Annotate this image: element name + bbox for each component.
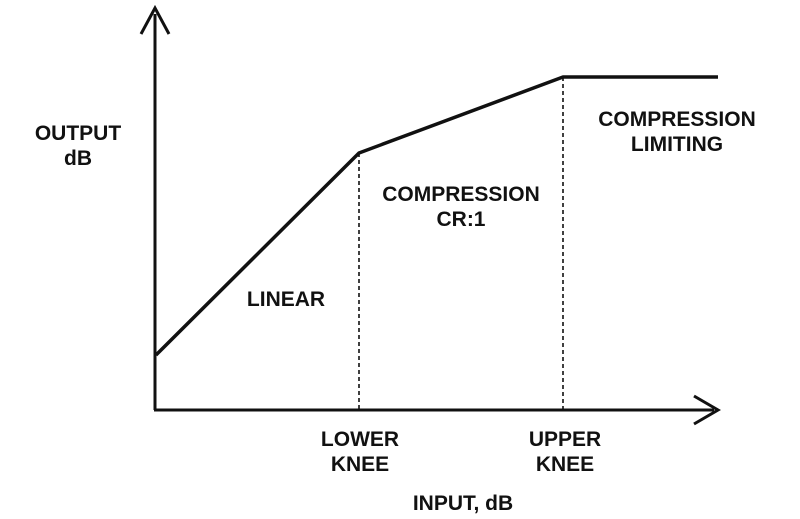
region-label-limiting-line1: COMPRESSION	[598, 108, 756, 131]
x-axis-arrowhead	[693, 394, 721, 426]
y-axis-label-line1: OUTPUT	[35, 122, 122, 145]
upper-knee-label-line1: UPPER	[529, 428, 601, 451]
lower-knee-label-line1: LOWER	[321, 428, 399, 451]
lower-knee-label-line2: KNEE	[331, 453, 389, 476]
x-axis-label: INPUT, dB	[413, 492, 513, 515]
region-label-compression-line1: COMPRESSION	[382, 183, 540, 206]
region-label-limiting-line2: LIMITING	[631, 133, 723, 156]
region-label-compression-line2: CR:1	[436, 208, 485, 231]
transfer-curve	[154, 75, 718, 357]
region-label-linear: LINEAR	[247, 288, 325, 311]
upper-knee-label-line2: KNEE	[536, 453, 594, 476]
y-axis-label-line2: dB	[64, 147, 92, 170]
y-axis-arrowhead	[139, 4, 171, 35]
